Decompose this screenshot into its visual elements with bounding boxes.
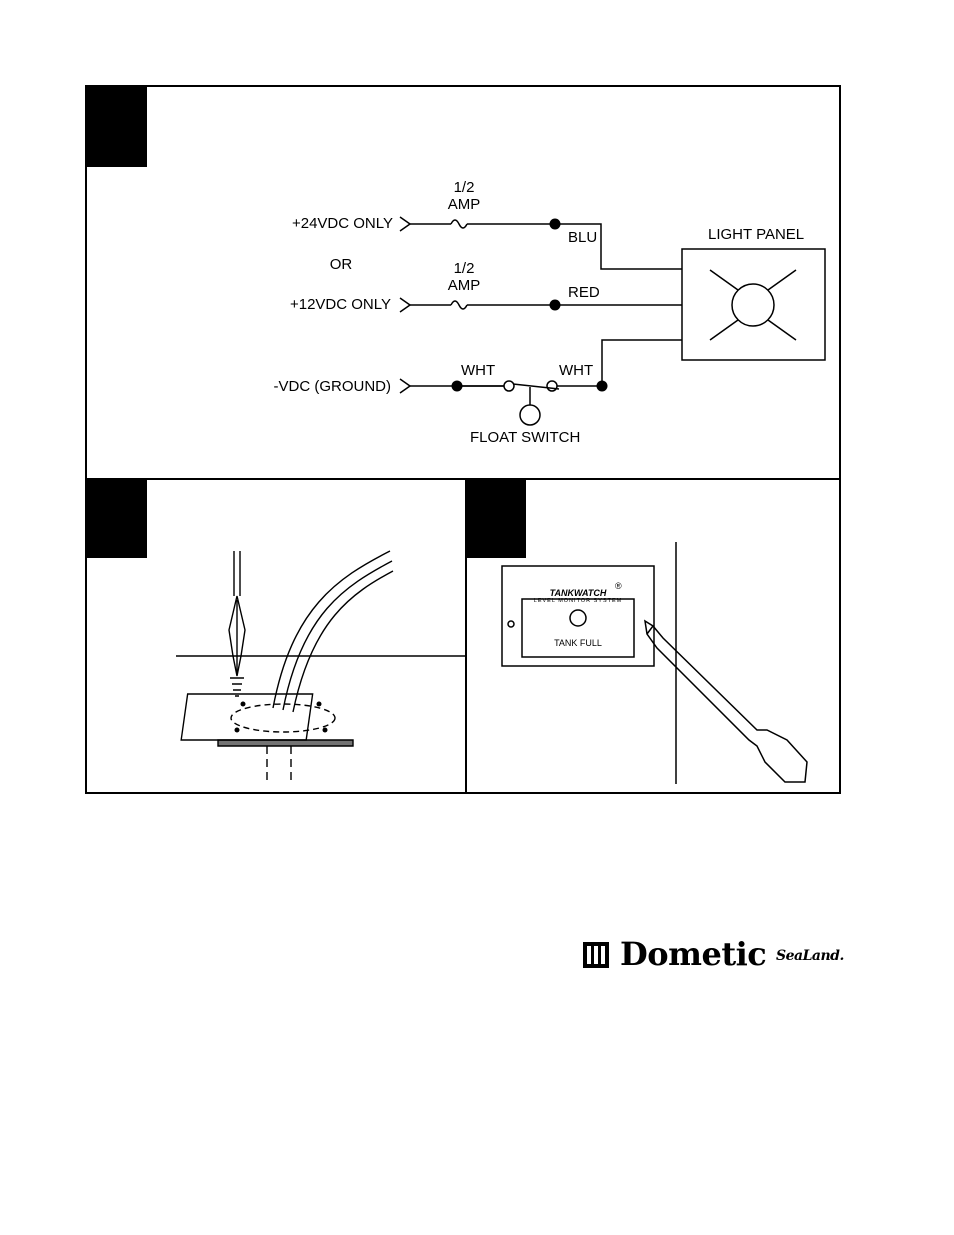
wire-bundle xyxy=(273,551,390,708)
fuse-12v xyxy=(451,301,467,309)
light-panel-label: LIGHT PANEL xyxy=(708,226,804,243)
junction-dot xyxy=(550,219,561,230)
fuse-24v xyxy=(451,220,467,228)
ground-label: -VDC (GROUND) xyxy=(274,378,392,395)
float-switch-installation-illustration xyxy=(87,478,465,792)
fuse-24v-rating: 1/2 xyxy=(454,179,475,196)
sealand-brand: SeaLand. xyxy=(776,946,844,966)
tank-full-label: TANK FULL xyxy=(554,638,602,648)
light-ray xyxy=(768,270,796,290)
fuse-12v-unit: AMP xyxy=(448,277,481,294)
junction-dot xyxy=(597,381,608,392)
wiring-diagram-panel: +24VDC ONLY OR +12VDC ONLY -VDC (GROUND)… xyxy=(87,87,839,480)
float-switch-contact-right xyxy=(547,381,557,391)
mounting-panel: TANKWATCH ® LEVEL MONITOR SYSTEM TANK FU… xyxy=(467,478,839,792)
float-switch-label: FLOAT SWITCH xyxy=(470,429,580,446)
or-label: OR xyxy=(330,256,353,273)
junction-dot xyxy=(452,381,463,392)
fuse-12v-rating: 1/2 xyxy=(454,260,475,277)
supply-24v-label: +24VDC ONLY xyxy=(292,215,393,232)
monitor-faceplate xyxy=(502,566,654,666)
monitor-subtitle: LEVEL MONITOR SYSTEM xyxy=(534,598,622,604)
dometic-brand: Dometic xyxy=(620,934,766,974)
screwdriver-shaft xyxy=(234,551,240,596)
float-switch-lever xyxy=(513,384,559,389)
fuse-24v-unit: AMP xyxy=(448,196,481,213)
supply-12v-label: +12VDC ONLY xyxy=(290,296,391,313)
float-switch-contact-left xyxy=(504,381,514,391)
wiring-diagram: +24VDC ONLY OR +12VDC ONLY -VDC (GROUND)… xyxy=(87,87,839,478)
light-ray xyxy=(710,320,738,340)
installation-panel xyxy=(87,478,467,792)
float-ball xyxy=(520,405,540,425)
mounting-screw-hole xyxy=(508,621,514,627)
light-panel-box xyxy=(682,249,825,360)
light-ray xyxy=(768,320,796,340)
mounting-plate-top xyxy=(181,694,312,740)
wire-wht-right-label: WHT xyxy=(559,362,593,379)
wire-red-label: RED xyxy=(568,284,600,301)
ground-arrow xyxy=(400,379,410,393)
panel-mounting-illustration: TANKWATCH ® LEVEL MONITOR SYSTEM TANK FU… xyxy=(467,478,839,792)
registered-mark: ® xyxy=(615,581,622,591)
light-ray xyxy=(710,270,738,290)
wire-blu-label: BLU xyxy=(568,229,597,246)
supply-12v-arrow xyxy=(400,298,410,312)
tankwatch-brand: TANKWATCH xyxy=(550,588,607,598)
tank-full-light xyxy=(570,610,586,626)
indicator-window xyxy=(522,599,634,657)
wire-wht-left-label: WHT xyxy=(461,362,495,379)
screw xyxy=(230,678,244,696)
wire-wht xyxy=(602,340,682,386)
junction-dot xyxy=(550,300,561,311)
screwdriver xyxy=(645,621,807,782)
instruction-frame: +24VDC ONLY OR +12VDC ONLY -VDC (GROUND)… xyxy=(85,85,841,794)
supply-24v-arrow xyxy=(400,217,410,231)
light-bulb xyxy=(732,284,774,326)
